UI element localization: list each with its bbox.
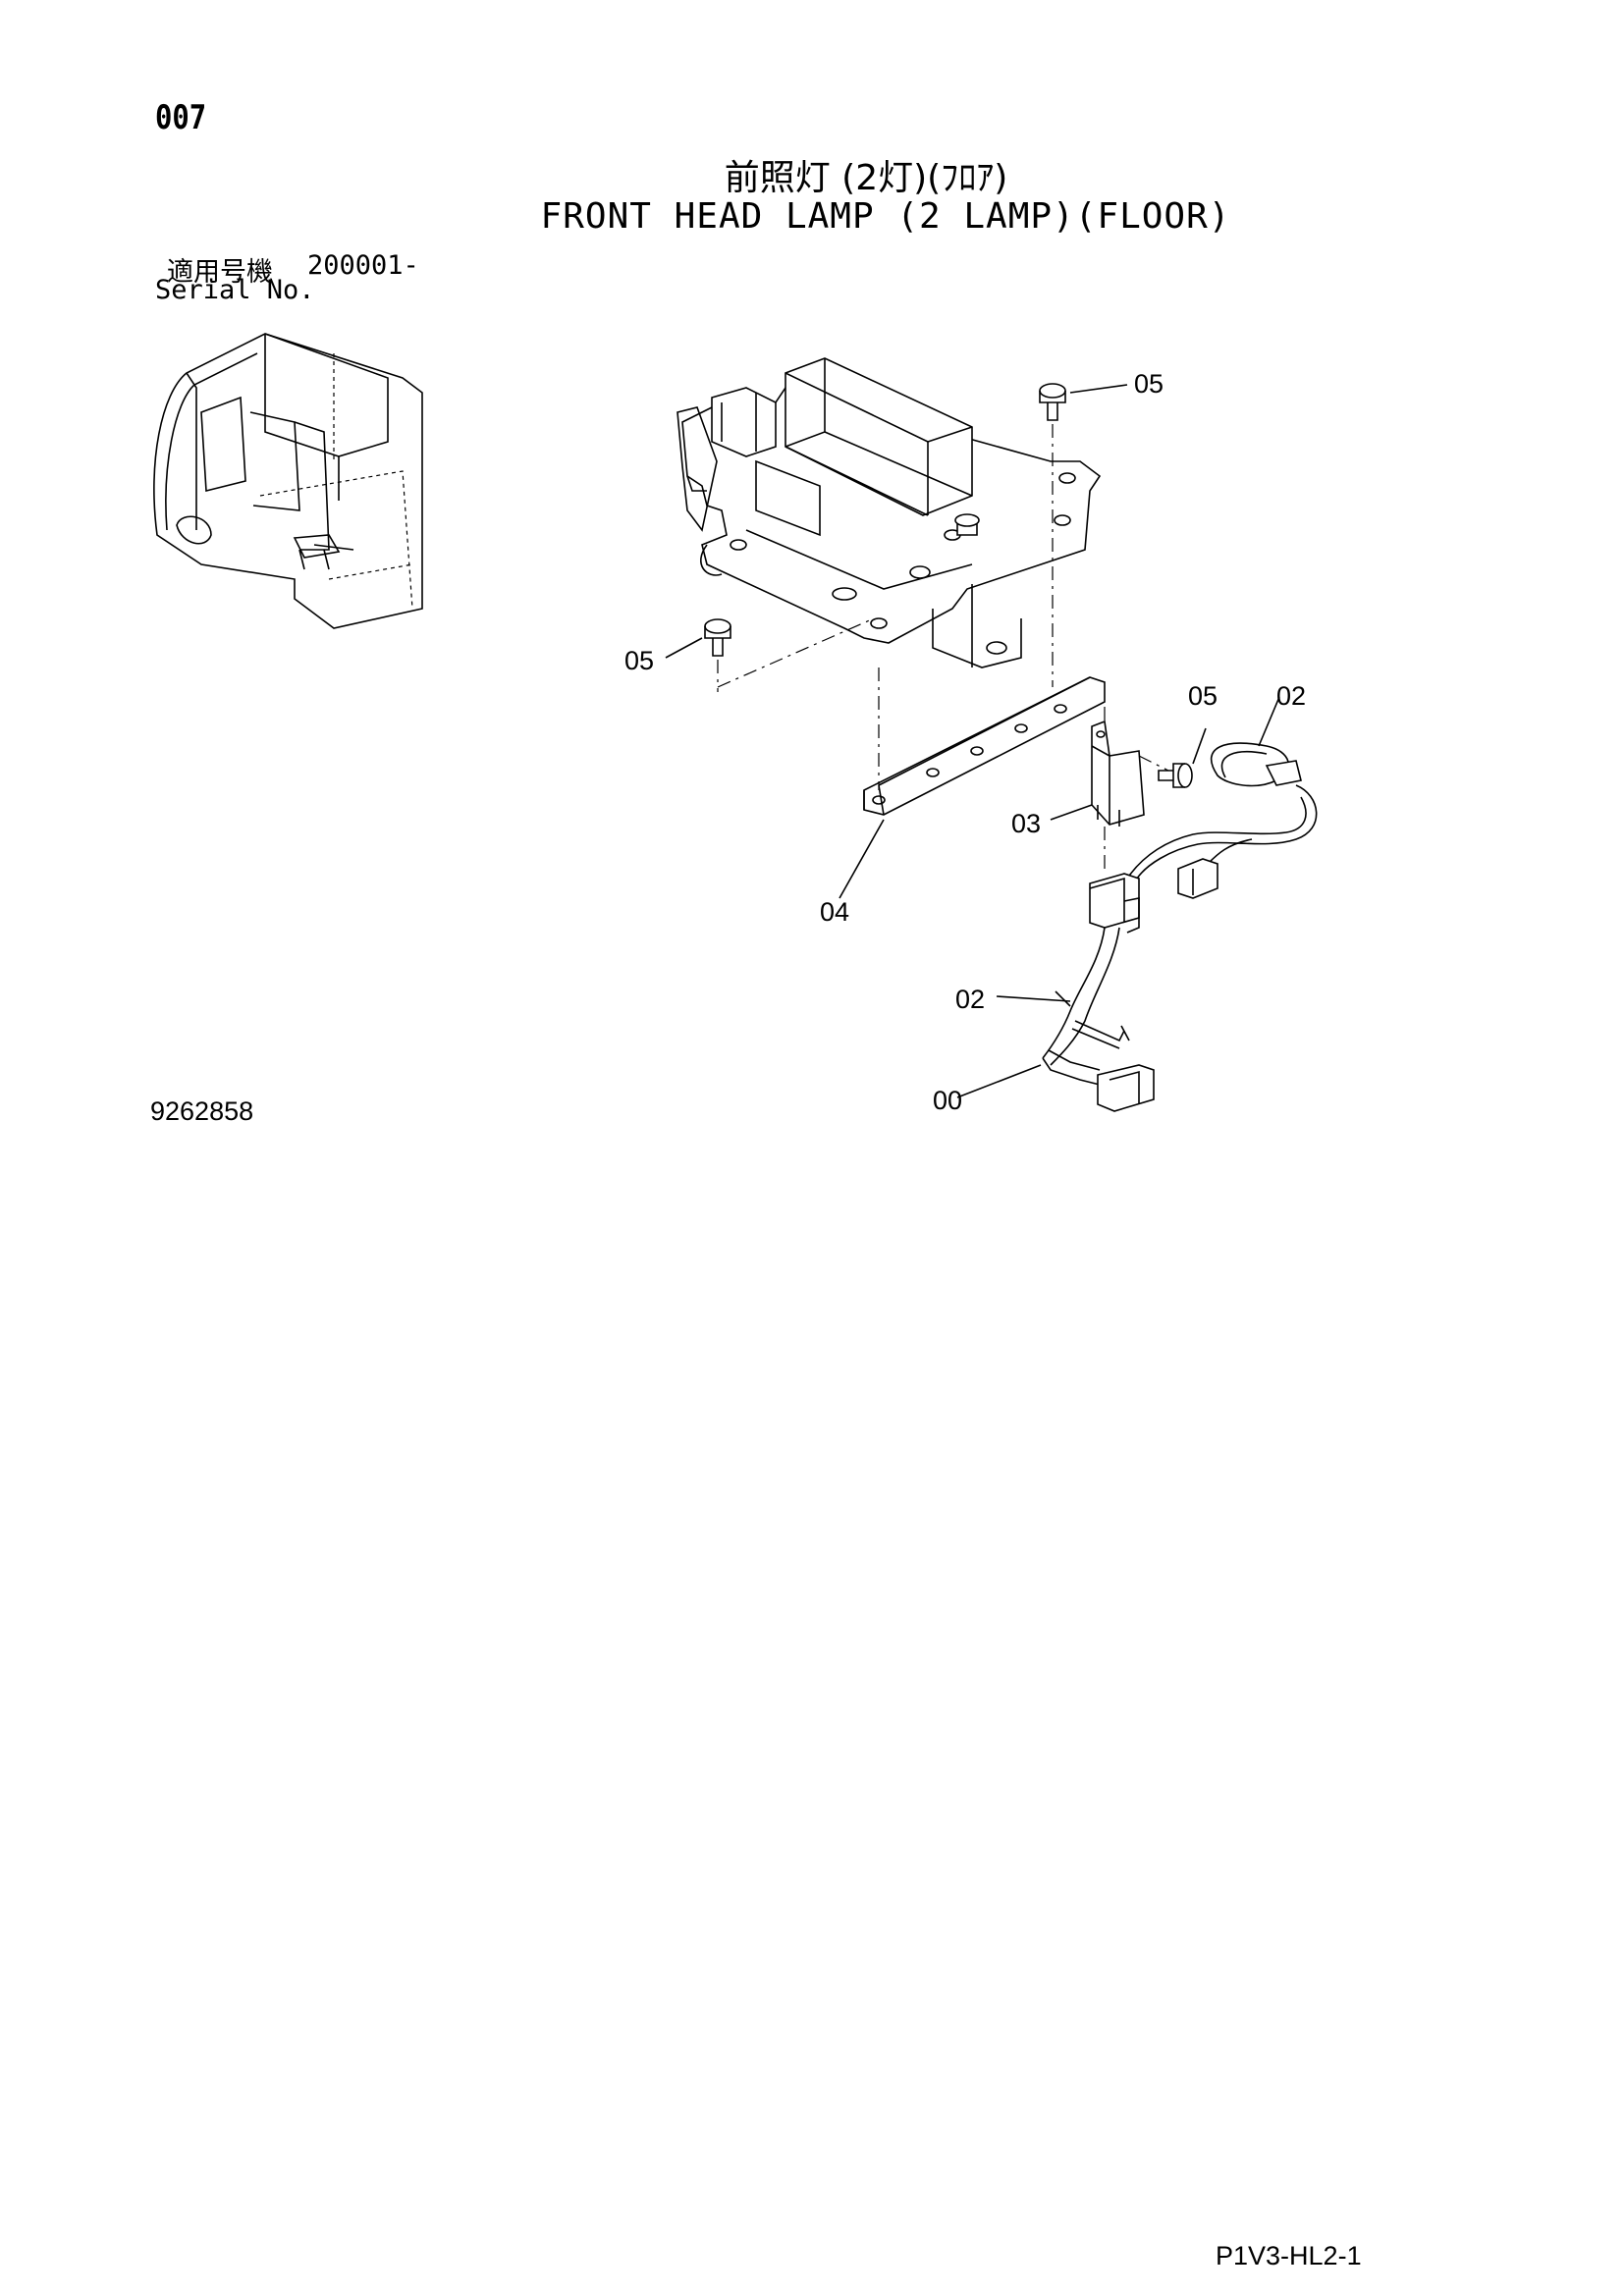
footer-page-code: P1V3-HL2-1 bbox=[1216, 2241, 1362, 2270]
bracket-04 bbox=[839, 667, 1106, 899]
title-english: FRONT HEAD LAMP (2 LAMP)(FLOOR) bbox=[540, 196, 1231, 237]
callout-03: 03 bbox=[1011, 809, 1041, 838]
callout-05-left: 05 bbox=[624, 646, 654, 675]
serial-label-english: Serial No. bbox=[155, 275, 315, 305]
drawing-reference-number: 9262858 bbox=[150, 1096, 254, 1126]
callout-00: 00 bbox=[933, 1086, 962, 1115]
callout-04: 04 bbox=[820, 897, 849, 927]
callout-05-right: 05 bbox=[1188, 681, 1218, 711]
relay-03 bbox=[1050, 707, 1169, 869]
bolt-05-top bbox=[1039, 383, 1128, 687]
callout-02-bottom: 02 bbox=[955, 985, 985, 1014]
callout-02-top: 02 bbox=[1276, 681, 1306, 711]
wire-harness-00 bbox=[956, 696, 1318, 1112]
serial-range: 200001- bbox=[307, 250, 419, 281]
floor-plate-assembly bbox=[677, 357, 1102, 668]
bolt-05-right bbox=[1158, 727, 1207, 788]
page-number: 007 bbox=[155, 98, 207, 137]
callout-05-top: 05 bbox=[1134, 369, 1164, 399]
bolt-05-left bbox=[665, 617, 875, 692]
cab-location-thumbnail bbox=[153, 333, 423, 629]
title-japanese: 前照灯 (2灯)(ﾌﾛｱ) bbox=[724, 158, 1008, 198]
serial-label-japanese: 適用号機 bbox=[167, 257, 273, 288]
